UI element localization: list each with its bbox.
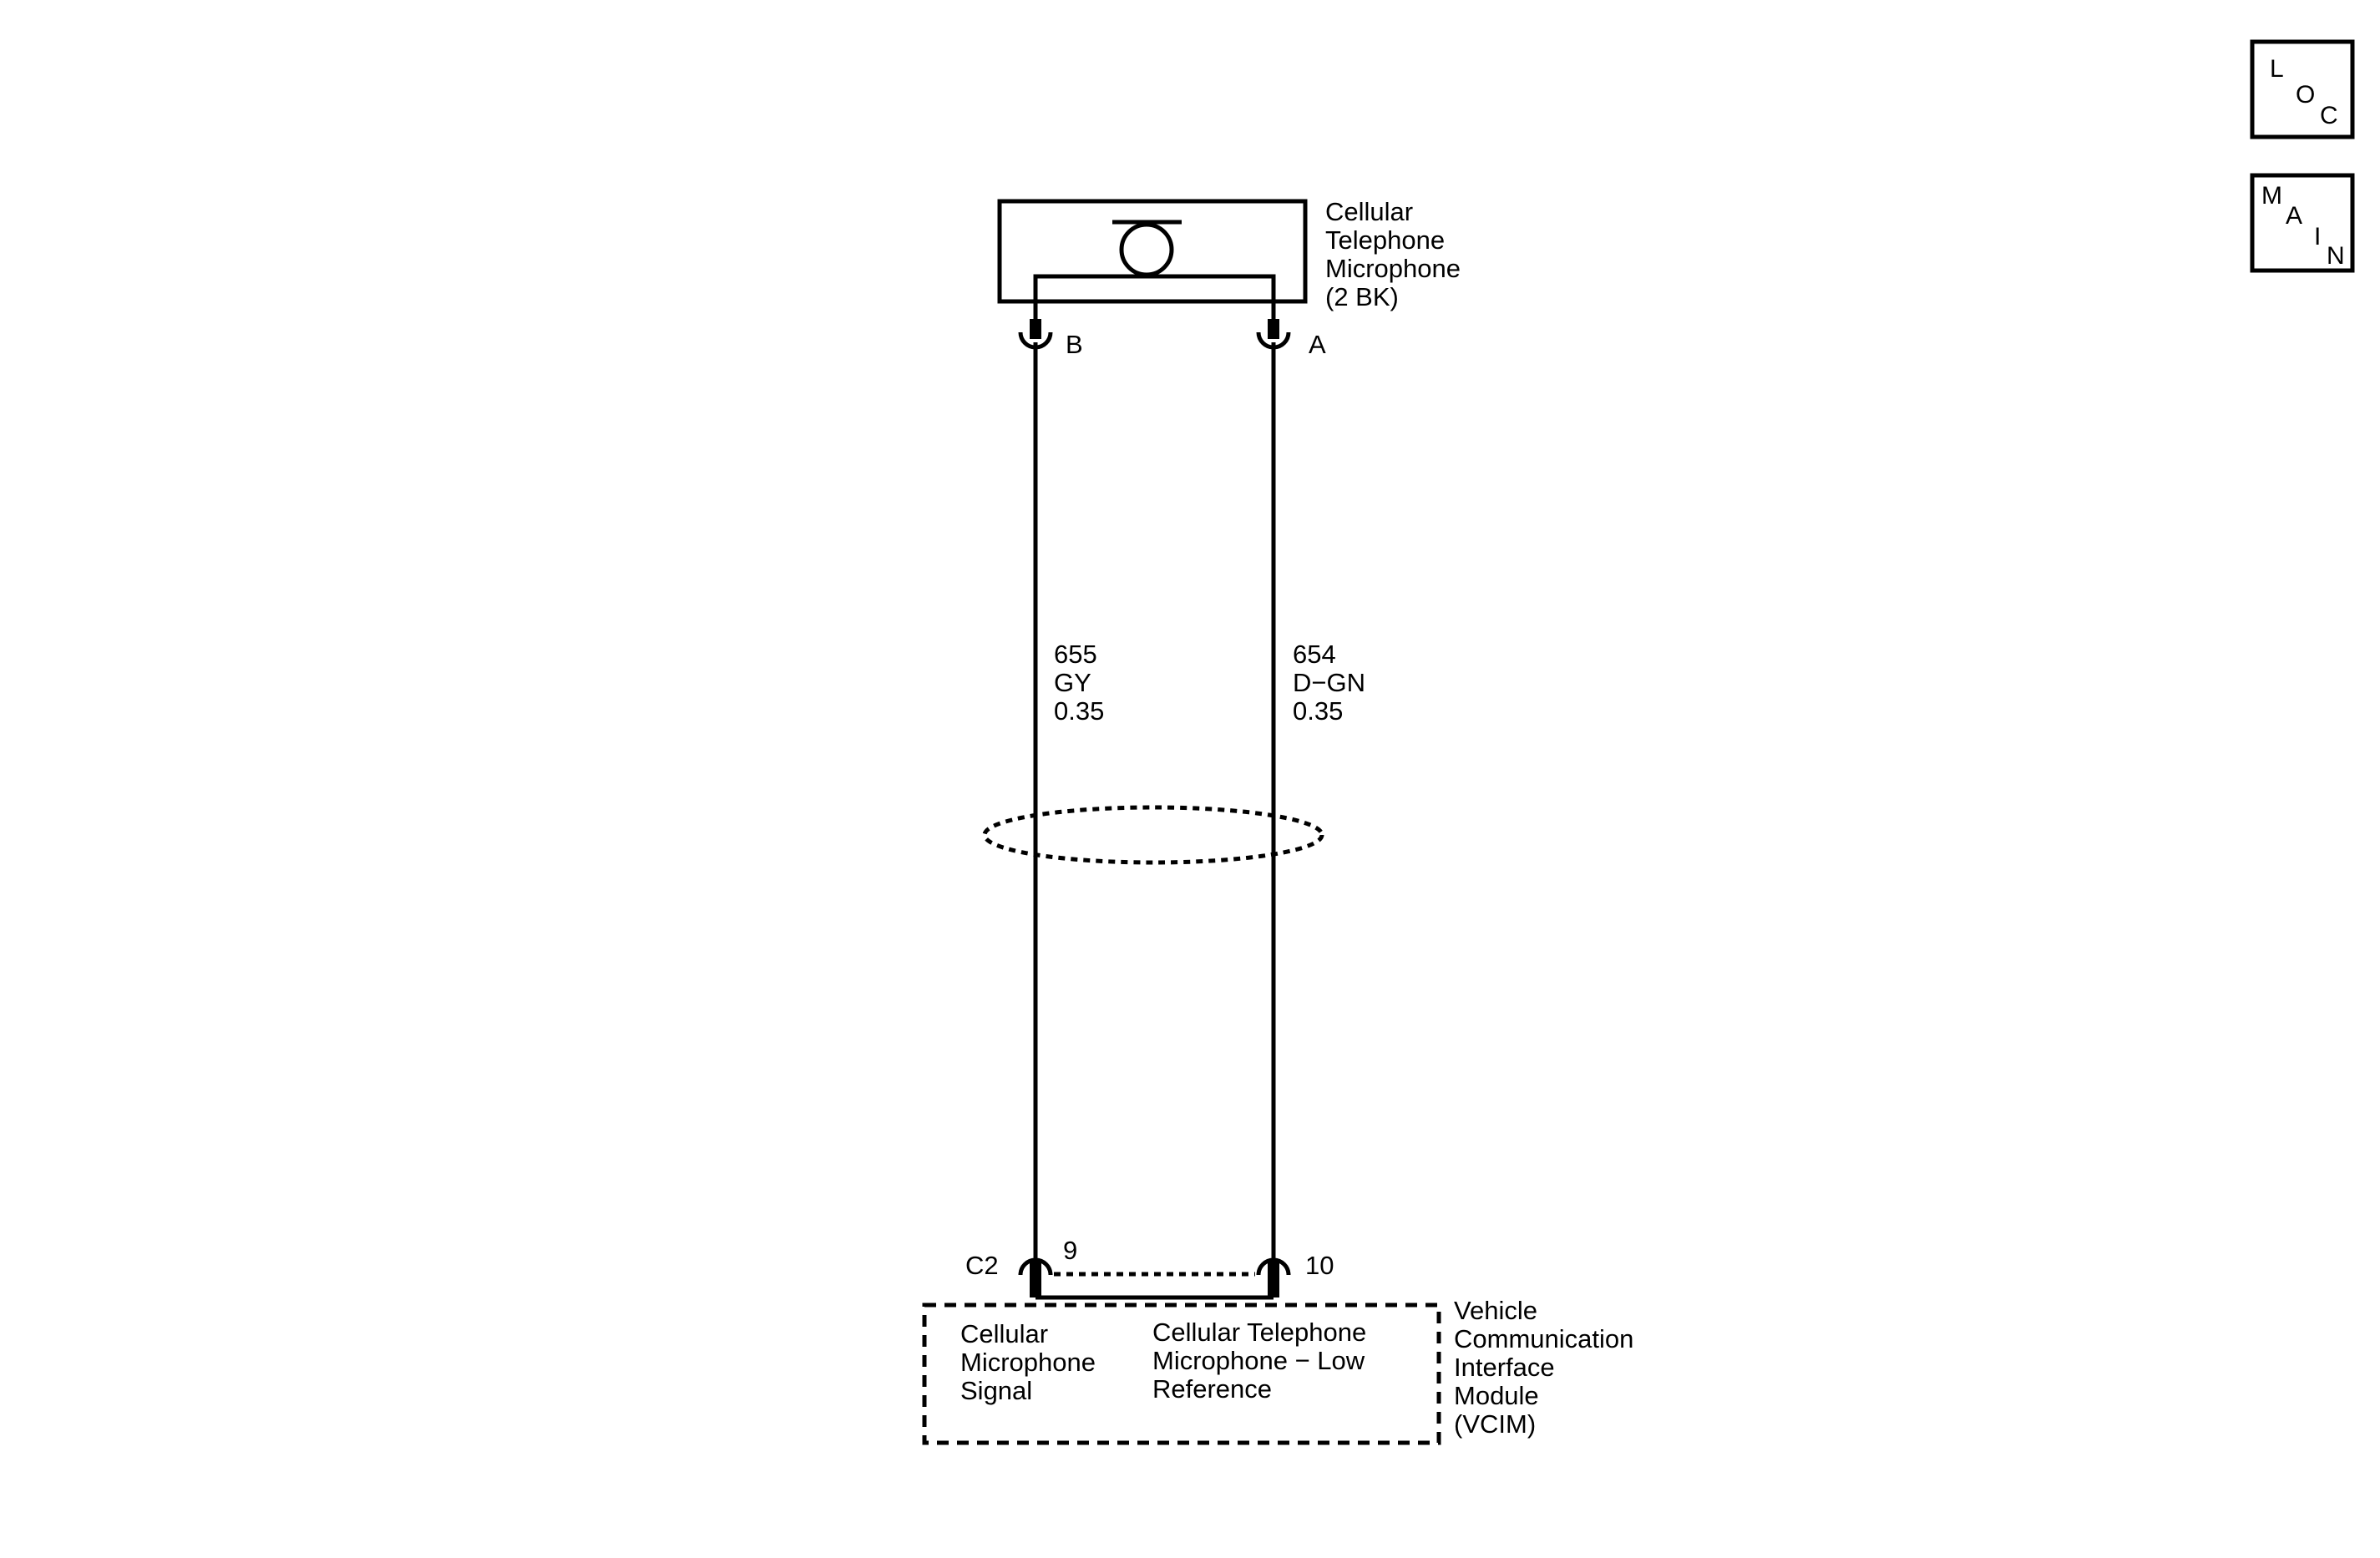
main-button[interactable]: M A I N [2250, 173, 2355, 273]
vcim-label-line-3: Interface [1454, 1353, 1555, 1382]
svg-text:C: C [2320, 102, 2338, 129]
pin-10-label: 10 [1305, 1251, 1334, 1280]
terminal-10 [1256, 1257, 1291, 1297]
circuit-655-number: 655 [1054, 640, 1097, 669]
signal-left-line-1: Cellular [960, 1319, 1048, 1348]
svg-text:N: N [2327, 242, 2345, 270]
loc-button[interactable]: L O C [2250, 39, 2355, 139]
svg-text:A: A [2286, 202, 2302, 230]
microphone-label-line-4: (2 BK) [1325, 282, 1399, 311]
microphone-icon [1033, 220, 1276, 319]
microphone-label-line-2: Telephone [1325, 225, 1445, 255]
signal-left-line-2: Microphone [960, 1348, 1096, 1377]
vcim-module-box [922, 1303, 1441, 1445]
pin-9-label: 9 [1063, 1236, 1077, 1265]
vcim-label-line-1: Vehicle [1454, 1296, 1537, 1325]
signal-right-line-3: Reference [1152, 1374, 1272, 1404]
svg-text:O: O [2296, 81, 2315, 109]
vcim-label-line-4: Module [1454, 1381, 1539, 1410]
circuit-654-number: 654 [1293, 640, 1336, 669]
signal-right-line-1: Cellular Telephone [1152, 1318, 1366, 1347]
pin-a-label: A [1309, 330, 1326, 359]
circuit-655-color: GY [1054, 668, 1091, 697]
vcim-label-line-5: (VCIM) [1454, 1409, 1536, 1439]
circuit-654-size: 0.35 [1293, 696, 1343, 726]
microphone-label-line-1: Cellular [1325, 197, 1413, 226]
svg-text:M: M [2261, 182, 2282, 210]
svg-text:L: L [2270, 55, 2284, 83]
cellular-telephone-microphone [997, 199, 1308, 319]
signal-left-line-3: Signal [960, 1376, 1032, 1405]
pin-b-label: B [1066, 330, 1083, 359]
svg-text:I: I [2314, 223, 2321, 250]
signal-right-line-2: Microphone − Low [1152, 1346, 1365, 1375]
connector-c2-label: C2 [965, 1251, 999, 1280]
twisted-pair-ellipse [982, 805, 1324, 865]
circuit-655-size: 0.35 [1054, 696, 1104, 726]
circuit-654-color: D−GN [1293, 668, 1365, 697]
terminal-9 [1018, 1257, 1053, 1297]
vcim-label-line-2: Communication [1454, 1324, 1633, 1353]
microphone-label-line-3: Microphone [1325, 254, 1461, 283]
